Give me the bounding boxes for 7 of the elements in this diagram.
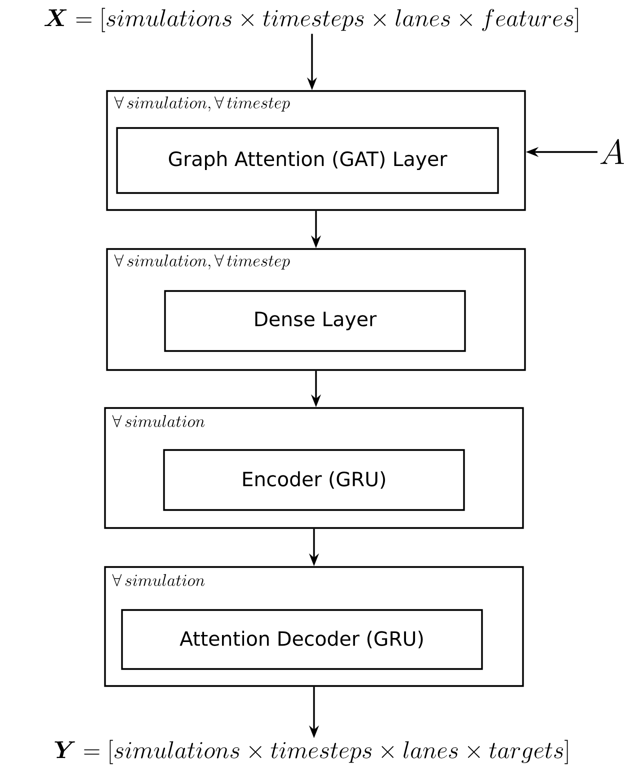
formula-text: $A$ <box>600 139 624 164</box>
process-box: Dense Layer <box>164 290 466 352</box>
process-box: Encoder (GRU) <box>163 449 465 511</box>
process-box: Attention Decoder (GRU) <box>121 609 483 670</box>
formula-text: $\boldsymbol{Y} = [simulations \times timesteps \times lanes \times targets]$ <box>54 740 568 764</box>
process-box: Graph Attention (GAT) Layer <box>116 127 499 194</box>
formula-text: $\boldsymbol{X} = [simulations \times timesteps \times lanes \times features]$ <box>44 8 578 32</box>
